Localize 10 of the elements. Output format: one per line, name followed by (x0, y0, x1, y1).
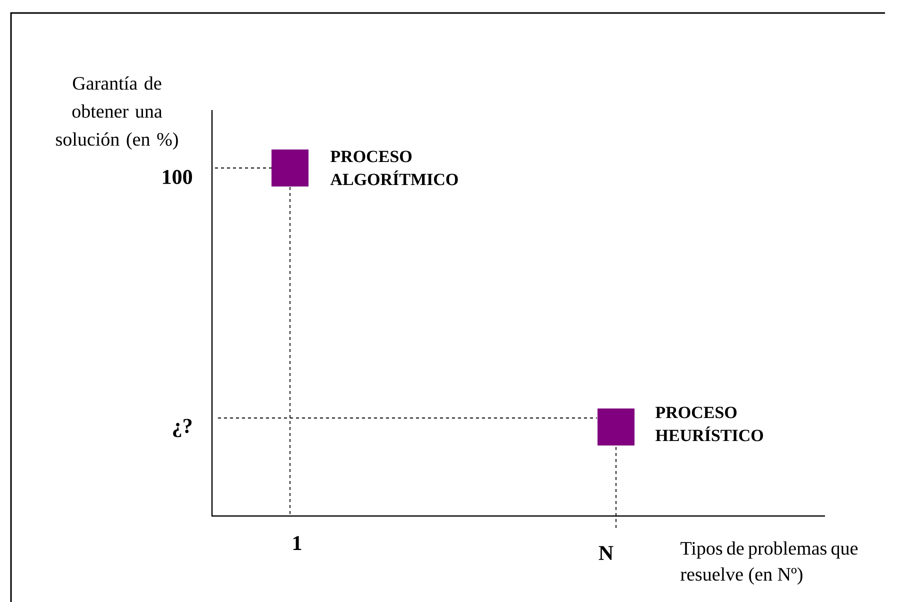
axis-title: Tipos de problemas que resuelve (en Nº) (680, 541, 858, 585)
point-label: PROCESO ALGORÍTMICO (330, 150, 458, 186)
axis-title: Garantía de obtener una solución (en %) (56, 76, 178, 150)
marker-square (272, 150, 308, 186)
tick-label: ¿? (173, 418, 192, 438)
tick-label: 100 (162, 170, 192, 184)
marker-square (598, 408, 634, 446)
tick-label: 1 (293, 536, 302, 550)
point-label: PROCESO HEURÍSTICO (656, 406, 763, 442)
tick-label: N (598, 546, 614, 560)
